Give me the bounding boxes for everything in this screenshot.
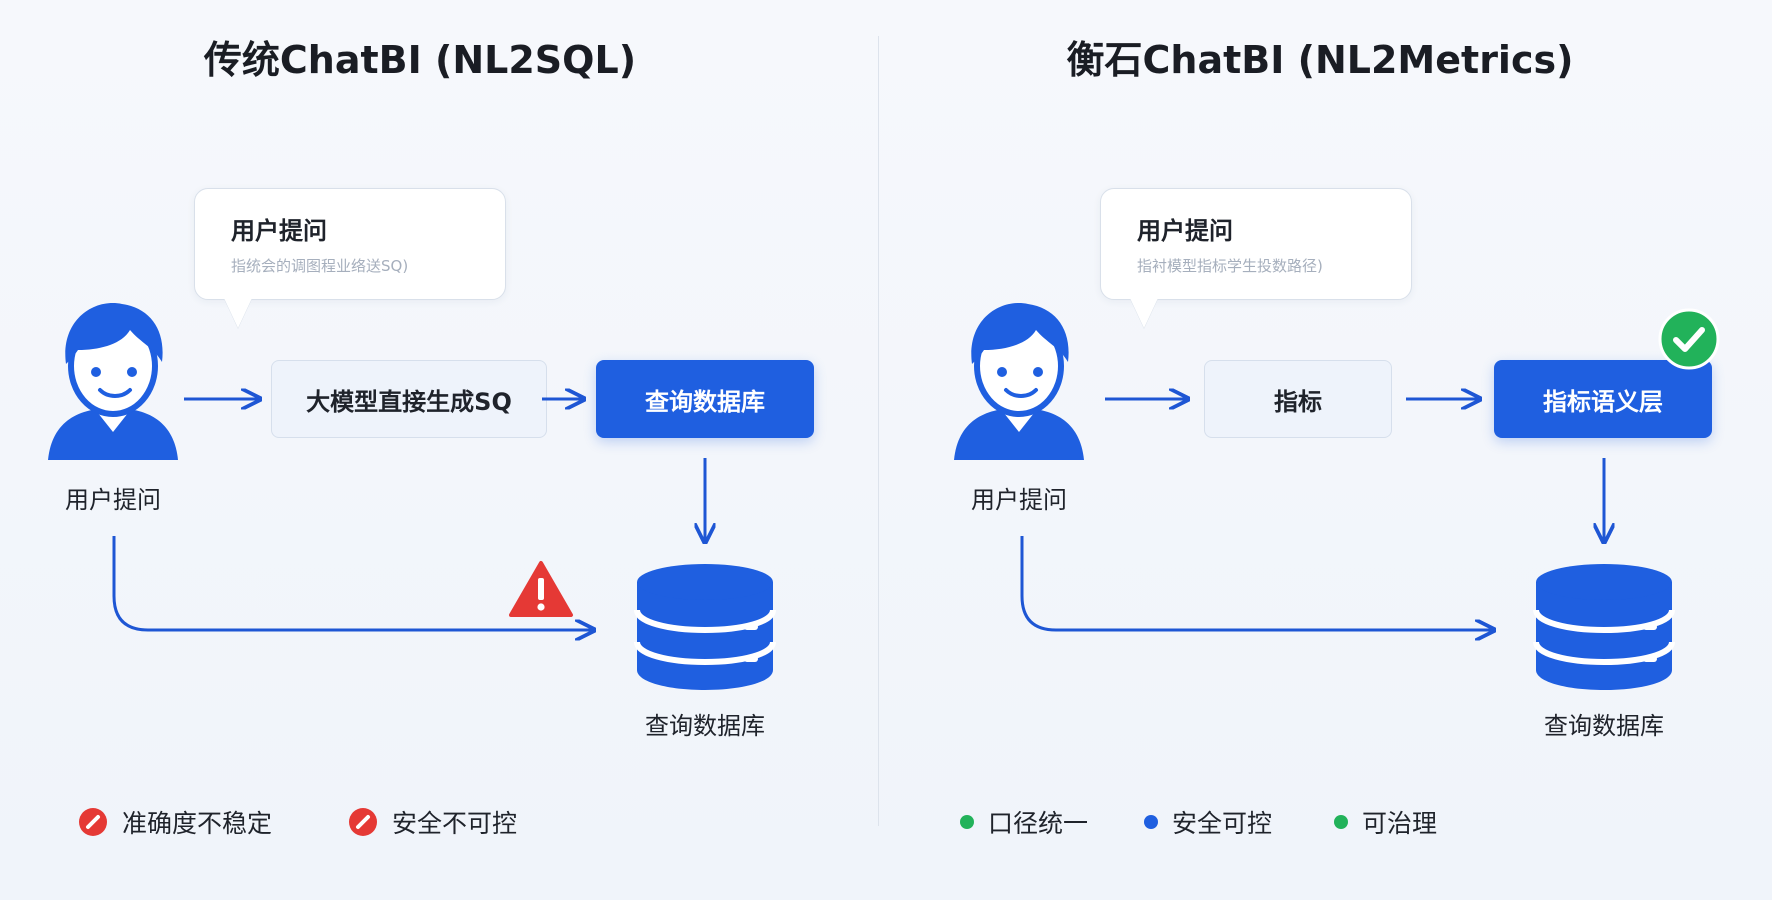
right-user-label: 用户提问 — [971, 486, 1067, 514]
right-legend-label-secure: 安全可控 — [1172, 809, 1273, 838]
right-database-icon — [1533, 564, 1675, 690]
right-title: 衡石ChatBI (NL2Metrics) — [1066, 38, 1574, 82]
right-legend-item-governable: 可治理 — [1334, 802, 1437, 842]
left-bubble-tail — [224, 298, 252, 328]
left-bubble-subtitle: 指统会的调图程业络送SQ) — [231, 257, 409, 275]
error-icon — [349, 808, 377, 836]
left-legend-item-accuracy: 准确度不稳定 — [78, 802, 272, 842]
left-legend-item-security: 安全不可控 — [348, 802, 517, 842]
left-llm-sql-box: 大模型直接生成SQ — [271, 360, 547, 438]
right-user-icon — [954, 303, 1084, 460]
right-legend-label-consistent: 口径统一 — [988, 809, 1089, 838]
left-arrows — [112, 0, 1772, 900]
left-user-icon — [48, 303, 178, 460]
error-icon — [79, 808, 107, 836]
green-dot-icon — [1334, 815, 1348, 829]
left-title: 传统ChatBI (NL2SQL) — [203, 38, 637, 82]
left-legend-label-security: 安全不可控 — [392, 809, 518, 838]
right-bubble-tail — [1130, 298, 1158, 328]
left-bubble-title: 用户提问 — [231, 217, 327, 245]
check-icon — [1658, 308, 1720, 370]
left-legend-label-accuracy: 准确度不稳定 — [122, 809, 273, 838]
right-metrics-box: 指标 — [1204, 360, 1392, 438]
right-legend-label-governable: 可治理 — [1362, 809, 1438, 838]
right-bubble-title: 用户提问 — [1137, 217, 1233, 245]
right-bubble-subtitle: 指衬模型指标学生投数路径) — [1137, 257, 1323, 275]
left-query-db-box: 查询数据库 — [596, 360, 814, 438]
right-question-bubble: 用户提问 指衬模型指标学生投数路径) — [1100, 188, 1412, 300]
panel-divider — [878, 36, 879, 826]
left-question-bubble: 用户提问 指统会的调图程业络送SQ) — [194, 188, 506, 300]
right-db-label: 查询数据库 — [1544, 712, 1664, 740]
right-legend-item-secure: 安全可控 — [1144, 802, 1272, 842]
left-db-label: 查询数据库 — [645, 712, 765, 740]
diagram-canvas: 传统ChatBI (NL2SQL) 用户提问 指统会的调图程业络送SQ) 用户提… — [0, 0, 1772, 900]
green-dot-icon — [960, 815, 974, 829]
right-legend-item-consistent: 口径统一 — [960, 802, 1088, 842]
left-user-label: 用户提问 — [65, 486, 161, 514]
left-database-icon — [634, 564, 776, 690]
right-semantic-layer-box: 指标语义层 — [1494, 360, 1712, 438]
blue-dot-icon — [1144, 815, 1158, 829]
warning-icon — [509, 561, 573, 617]
